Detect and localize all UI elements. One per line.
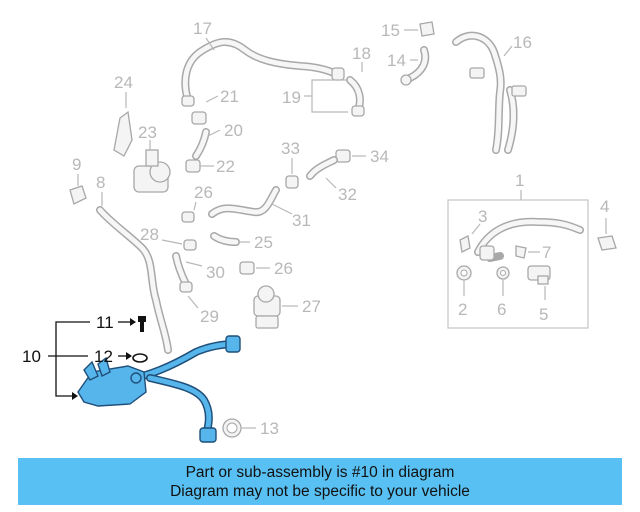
pipe-31: 31 [208,186,311,230]
callout-26b[interactable]: 26 [274,259,293,278]
part-4: 4 [597,197,617,251]
callout-22[interactable]: 22 [216,157,235,176]
callout-27[interactable]: 27 [302,297,321,316]
callout-17[interactable]: 17 [193,19,212,38]
callout-12[interactable]: 12 [94,347,113,366]
callout-30[interactable]: 30 [206,263,225,282]
callouts-10-12: 11 12 10 [22,313,136,400]
part-13: 13 [222,418,279,438]
callout-7[interactable]: 7 [542,243,551,262]
callout-15[interactable]: 15 [381,21,400,40]
callout-8[interactable]: 8 [96,173,105,192]
part-9: 9 [69,155,87,205]
callout-18[interactable]: 18 [352,44,371,63]
callout-16[interactable]: 16 [513,33,532,52]
parts-20-22: 21 20 22 [185,87,243,176]
parts-32-34: 33 34 32 [281,139,389,204]
parts-23-24: 24 23 [113,73,171,193]
callout-33[interactable]: 33 [281,139,300,158]
callout-10[interactable]: 10 [22,347,41,366]
banner-line-1: Part or sub-assembly is #10 in diagram [185,463,455,481]
callout-26a[interactable]: 26 [194,183,213,202]
clamp-18: 18 [331,44,371,117]
hose-8: 8 [96,173,172,354]
parts-diagram: 1 3 7 2 6 5 4 [22,19,617,443]
callout-25[interactable]: 25 [254,233,273,252]
callout-19[interactable]: 19 [282,88,301,107]
callout-6[interactable]: 6 [497,300,506,319]
callout-2[interactable]: 2 [458,300,467,319]
bracket-19: 19 [282,79,348,113]
callout-21[interactable]: 21 [220,87,239,106]
hose-16: 16 [452,31,532,154]
callout-32[interactable]: 32 [338,185,357,204]
callout-20[interactable]: 20 [224,121,243,140]
part-27: 27 [253,285,321,329]
callout-13[interactable]: 13 [260,419,279,438]
sub-assembly-1: 1 3 7 2 6 5 [447,171,589,329]
callout-14[interactable]: 14 [387,51,406,70]
callout-3[interactable]: 3 [478,207,487,226]
callout-4[interactable]: 4 [600,197,609,216]
callout-5[interactable]: 5 [539,305,548,324]
callout-1[interactable]: 1 [515,171,524,190]
highlighted-part-10[interactable] [77,316,241,443]
parts-14-15: 15 14 [381,21,435,86]
callout-23[interactable]: 23 [138,123,157,142]
callout-29[interactable]: 29 [200,307,219,326]
info-banner: Part or sub-assembly is #10 in diagram D… [18,458,622,505]
hose-17: 17 [181,19,340,107]
callout-24[interactable]: 24 [114,73,133,92]
banner-line-2: Diagram may not be specific to your vehi… [170,482,470,500]
callout-28[interactable]: 28 [140,225,159,244]
callout-9[interactable]: 9 [72,155,81,174]
callout-34[interactable]: 34 [370,147,389,166]
parts-25-30: 26 28 29 30 25 26 [140,183,293,326]
callout-11[interactable]: 11 [96,313,114,332]
callout-31[interactable]: 31 [292,211,311,230]
